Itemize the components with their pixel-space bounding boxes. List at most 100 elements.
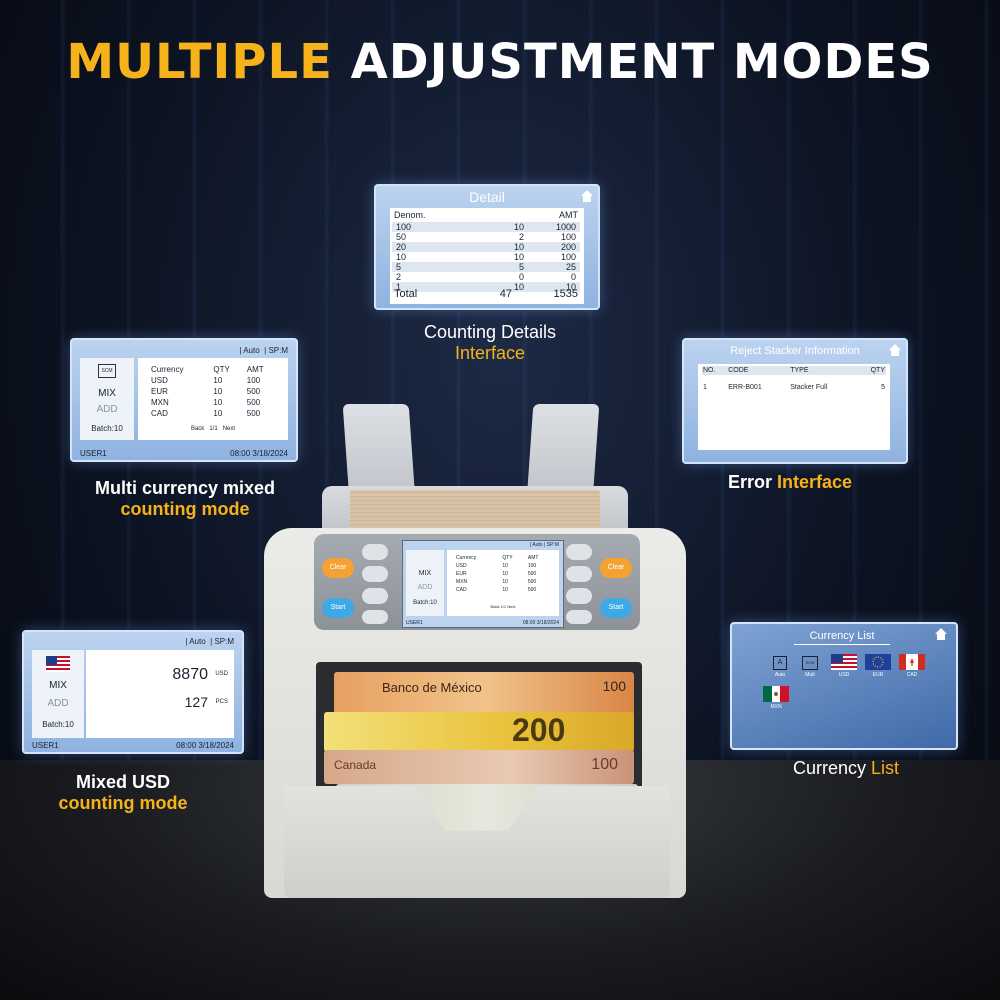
screen-status: | Auto | SP:M bbox=[529, 542, 559, 548]
currency-item-cad[interactable]: CAD bbox=[898, 654, 926, 678]
multi-user: USER1 bbox=[80, 449, 107, 458]
usd-left-panel: MIX ADD Batch:10 bbox=[32, 650, 84, 738]
banknote-canada: Canada 100 bbox=[324, 750, 634, 784]
usd-status: | Auto | SP:M bbox=[185, 637, 234, 646]
batch-label: Batch:10 bbox=[42, 720, 74, 729]
func-button-1[interactable] bbox=[362, 544, 388, 560]
currency-item-mxn[interactable]: MXN bbox=[762, 686, 790, 710]
scm-icon: SCM bbox=[98, 364, 116, 378]
usd-amount: 8870 bbox=[172, 666, 208, 683]
home-icon[interactable] bbox=[580, 190, 594, 202]
func-button-8[interactable] bbox=[566, 610, 592, 624]
start-button-right[interactable]: Start bbox=[600, 598, 632, 618]
mode-add[interactable]: ADD bbox=[47, 698, 69, 709]
currency-list-card: Currency List A Auto SCM Mult USD EUR bbox=[730, 622, 958, 750]
title-rest: ADJUSTMENT MODES bbox=[350, 34, 934, 90]
detail-total-label: Total bbox=[394, 288, 418, 300]
eur-flag bbox=[865, 654, 891, 670]
cad-flag bbox=[899, 654, 925, 670]
multi-datetime: 08:00 3/18/2024 bbox=[230, 449, 288, 458]
detail-col-denom: Denom. bbox=[394, 210, 426, 220]
detail-header: Detail bbox=[469, 189, 505, 205]
usd-user: USER1 bbox=[32, 741, 59, 750]
start-button-left[interactable]: Start bbox=[322, 598, 354, 618]
mxn-flag bbox=[763, 686, 789, 702]
func-button-2[interactable] bbox=[362, 566, 388, 582]
usd-amount-unit: USD bbox=[215, 671, 228, 677]
func-button-4[interactable] bbox=[362, 610, 388, 624]
control-panel: Clear Start Clear Start | Auto | SP:M MI… bbox=[314, 534, 640, 630]
currency-item-usd[interactable]: USD bbox=[830, 654, 858, 678]
multi-caption: Multi currency mixed counting mode bbox=[94, 478, 276, 519]
multi-status: | Auto | SP:M bbox=[239, 346, 288, 355]
func-button-7[interactable] bbox=[566, 588, 592, 604]
currency-list-caption: Currency List bbox=[792, 758, 900, 778]
multi-currency-card: | Auto | SP:M SCM MIX ADD Batch:10 Curre… bbox=[70, 338, 298, 462]
banknote-euro: 200 bbox=[324, 712, 634, 752]
clear-button-left[interactable]: Clear bbox=[322, 558, 354, 578]
usd-card: | Auto | SP:M MIX ADD Batch:10 8870 USD … bbox=[22, 630, 244, 754]
func-button-5[interactable] bbox=[566, 544, 592, 560]
mode-mix[interactable]: MIX bbox=[98, 388, 116, 399]
screen-left-panel: MIX ADD Batch:10 bbox=[406, 550, 444, 616]
home-icon[interactable] bbox=[934, 628, 948, 640]
detail-caption: Counting Details Interface bbox=[423, 322, 557, 363]
scm-icon: SCM bbox=[802, 656, 818, 670]
auto-icon: A bbox=[773, 656, 787, 670]
banknote-stack bbox=[350, 490, 600, 530]
reject-header: Reject Stacker Information bbox=[730, 345, 860, 357]
mode-add[interactable]: ADD bbox=[96, 404, 118, 415]
usd-datetime: 08:00 3/18/2024 bbox=[176, 741, 234, 750]
banknote-mexico: Banco de México 100 bbox=[334, 672, 634, 718]
usd-caption: Mixed USD counting mode bbox=[58, 772, 188, 813]
reject-caption: Error Interface bbox=[727, 472, 853, 492]
page-title: MULTIPLE ADJUSTMENT MODES bbox=[0, 34, 1000, 90]
detail-col-amt: AMT bbox=[559, 210, 578, 220]
batch-label: Batch:10 bbox=[91, 424, 123, 433]
currency-item-auto[interactable]: A Auto bbox=[770, 656, 790, 678]
currency-list-header: Currency List bbox=[794, 630, 890, 645]
detail-total-amt: 1535 bbox=[553, 288, 578, 300]
mode-mix[interactable]: MIX bbox=[49, 680, 67, 691]
multi-left-panel: SCM MIX ADD Batch:10 bbox=[80, 358, 134, 440]
func-button-3[interactable] bbox=[362, 588, 388, 604]
next-button[interactable]: Next bbox=[222, 426, 236, 432]
usd-pcs: 127 bbox=[184, 694, 208, 710]
currency-item-mult[interactable]: SCM Mult bbox=[800, 656, 820, 678]
back-button[interactable]: Back bbox=[190, 426, 205, 432]
clear-button-right[interactable]: Clear bbox=[600, 558, 632, 578]
usd-flag bbox=[831, 654, 857, 670]
currency-counter-machine: Clear Start Clear Start | Auto | SP:M MI… bbox=[240, 400, 710, 920]
home-icon[interactable] bbox=[888, 344, 902, 356]
usd-flag bbox=[46, 656, 70, 672]
currency-item-eur[interactable]: EUR bbox=[864, 654, 892, 678]
func-button-6[interactable] bbox=[566, 566, 592, 582]
usd-pcs-unit: PCS bbox=[215, 699, 228, 705]
multi-pager: Back 1/1 Next bbox=[190, 426, 236, 432]
